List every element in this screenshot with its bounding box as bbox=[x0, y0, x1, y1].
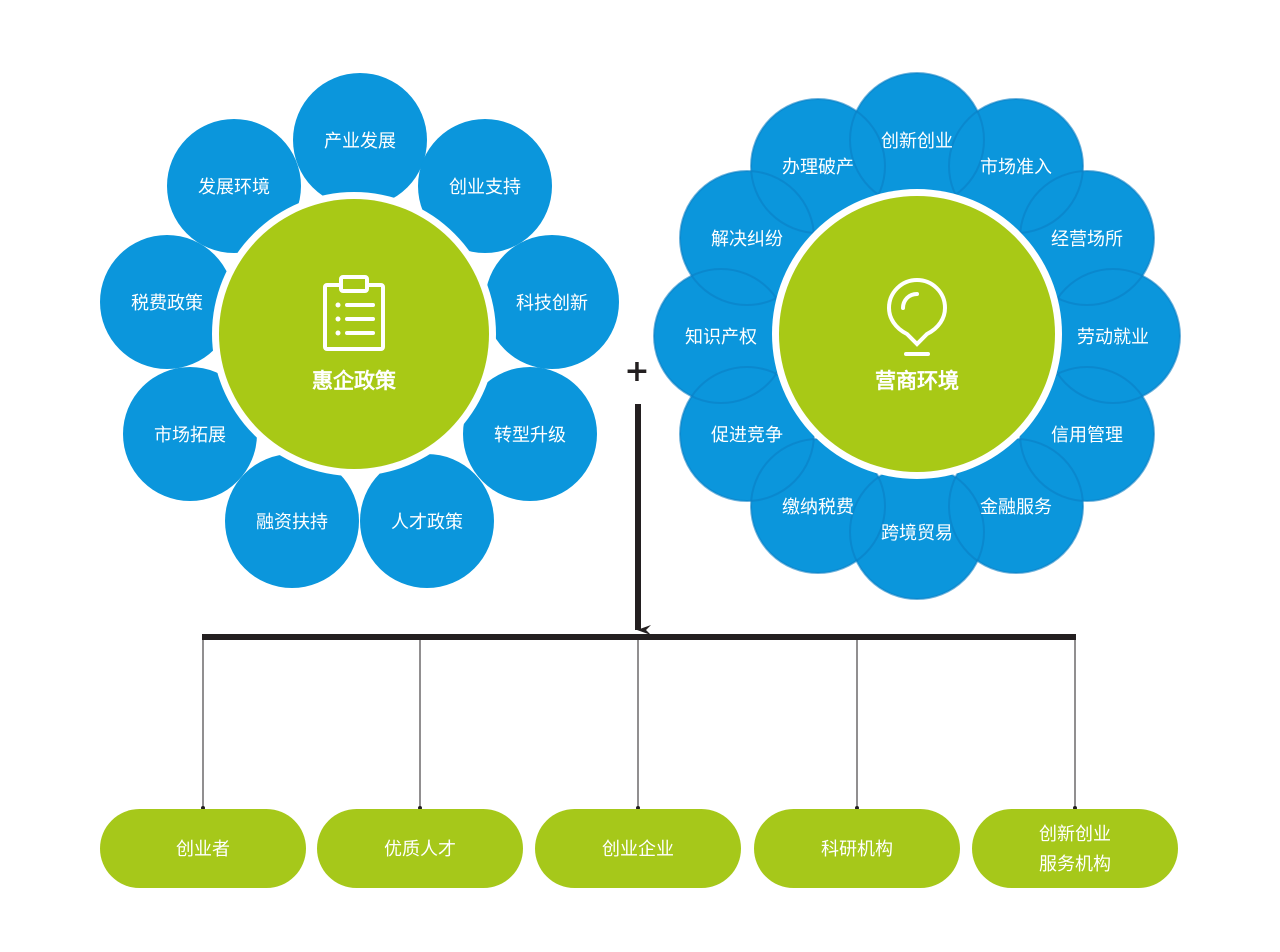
target-label: 创业者 bbox=[176, 839, 230, 860]
plus-sign: + bbox=[624, 354, 649, 389]
right-center-label: 营商环境 bbox=[875, 369, 959, 393]
left-petal-label: 产业发展 bbox=[324, 131, 396, 152]
location-pin-icon bbox=[886, 277, 948, 356]
left-petal-circle bbox=[100, 235, 234, 369]
right-petal-label: 信用管理 bbox=[1051, 425, 1123, 446]
clipboard-list-icon bbox=[323, 275, 385, 351]
left-petal-label: 市场拓展 bbox=[154, 425, 226, 446]
right-petal-label: 金融服务 bbox=[980, 497, 1052, 518]
left-petal-circle bbox=[123, 367, 257, 501]
right-petal-label: 办理破产 bbox=[782, 157, 854, 178]
target-pill bbox=[100, 809, 306, 888]
left-petal-label: 科技创新 bbox=[516, 293, 588, 314]
target-pill bbox=[972, 809, 1178, 888]
left-petal-circle bbox=[293, 73, 427, 207]
target-pill bbox=[754, 809, 960, 888]
right-petal-label: 跨境贸易 bbox=[881, 523, 953, 544]
target-label: 创新创业服务机构 bbox=[1039, 824, 1111, 875]
left-petal-label: 转型升级 bbox=[494, 425, 566, 446]
right-petal-label: 促进竞争 bbox=[711, 425, 783, 446]
left-petal-label: 发展环境 bbox=[198, 177, 270, 198]
target-label: 优质人才 bbox=[384, 839, 456, 860]
target-label: 科研机构 bbox=[821, 839, 893, 860]
right-petal-label: 市场准入 bbox=[980, 157, 1052, 178]
left-petal-circle bbox=[485, 235, 619, 369]
right-center-disc bbox=[779, 196, 1055, 472]
left-center-label: 惠企政策 bbox=[312, 369, 397, 393]
left-petal-circle bbox=[418, 119, 552, 253]
left-petal-label: 融资扶持 bbox=[256, 512, 328, 533]
connector: + bbox=[201, 354, 1077, 810]
left-petal-circle bbox=[225, 454, 359, 588]
target-pill bbox=[535, 809, 741, 888]
left-petal-circle bbox=[360, 454, 494, 588]
left-petal-label: 创业支持 bbox=[449, 177, 521, 198]
left-petal-label: 税费政策 bbox=[131, 293, 203, 314]
right-petal-label: 解决纠纷 bbox=[711, 229, 783, 250]
left-petal-label: 人才政策 bbox=[391, 512, 463, 533]
left-petal-circle bbox=[167, 119, 301, 253]
left-petal-circle bbox=[463, 367, 597, 501]
right-petal-label: 缴纳税费 bbox=[782, 497, 854, 518]
right-petal-label: 劳动就业 bbox=[1077, 327, 1149, 348]
target-groups: 创业者 优质人才 创业企业 科研机构 创新创业服务机构 bbox=[100, 809, 1178, 888]
target-label: 创业企业 bbox=[602, 839, 674, 860]
drop-lines bbox=[201, 637, 1077, 810]
right-petal-label: 创新创业 bbox=[881, 131, 953, 152]
right-petal-circle bbox=[751, 99, 885, 233]
target-pill bbox=[317, 809, 523, 888]
right-petal-label: 知识产权 bbox=[685, 327, 757, 348]
right-petal-label: 经营场所 bbox=[1051, 229, 1123, 250]
